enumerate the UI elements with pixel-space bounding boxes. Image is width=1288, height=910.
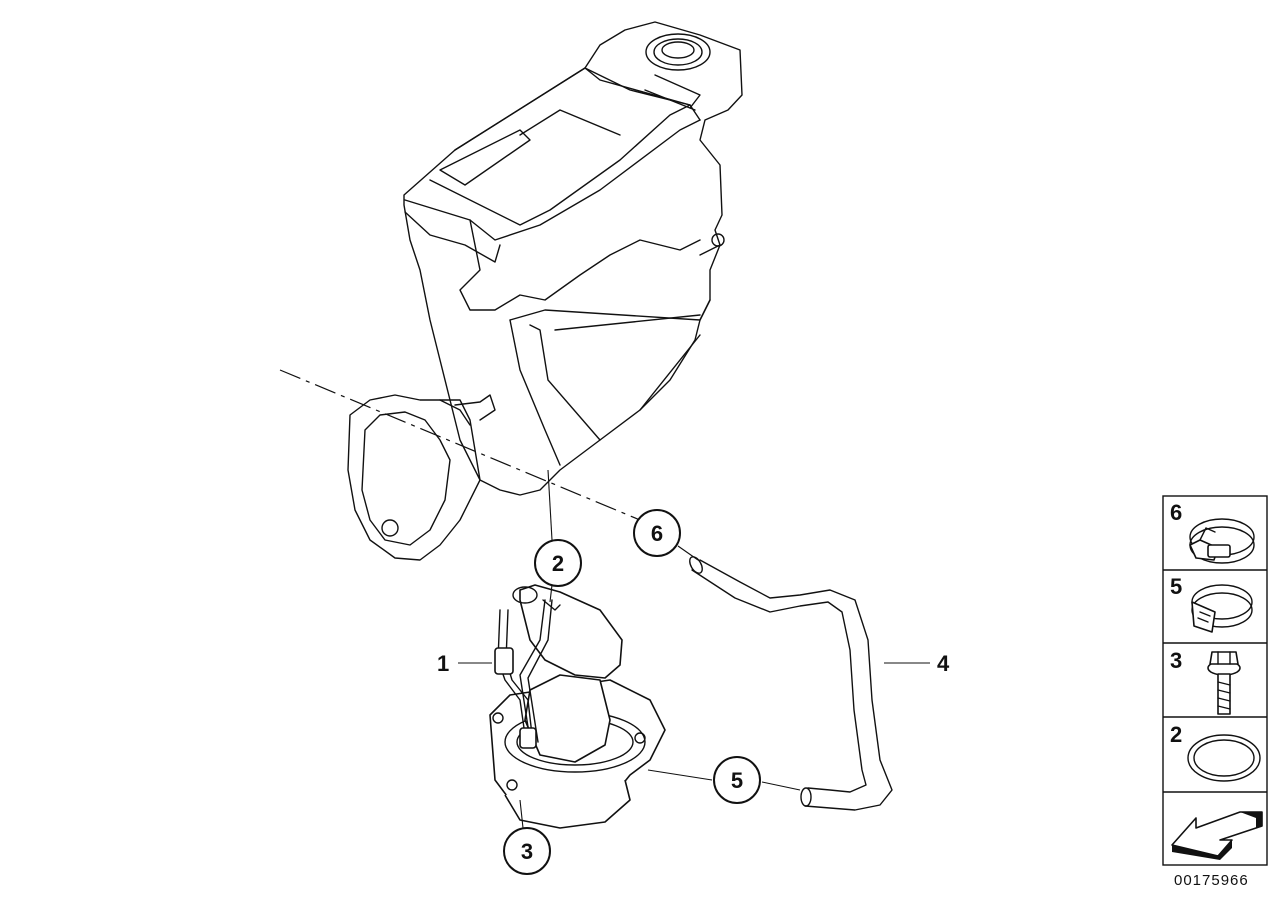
- leader-line-6: [677, 545, 699, 561]
- fuel-pump-assembly-drawing: [489, 584, 666, 829]
- document-id: 00175966: [1174, 872, 1249, 889]
- leader-line-5a: [647, 769, 713, 781]
- legend-number-6: 6: [1170, 500, 1182, 525]
- callout-label-5: 5: [731, 768, 743, 793]
- legend-item-arrow: [1171, 811, 1263, 860]
- legend-item-6: 6: [1170, 500, 1255, 564]
- legend-number-3: 3: [1170, 648, 1182, 673]
- callout-2: 2: [534, 539, 582, 587]
- assembly-axis-line: [279, 369, 641, 521]
- callout-label-6: 6: [651, 521, 663, 546]
- fuel-hose-drawing: [689, 556, 893, 811]
- callout-label-2: 2: [552, 551, 564, 576]
- fuel-tank-drawing: [347, 21, 743, 561]
- callout-6: 6: [633, 509, 681, 557]
- leader-line-2b: [549, 584, 553, 603]
- arrow-icon: [1171, 811, 1263, 860]
- legend-item-2: 2: [1170, 722, 1261, 782]
- hose-clamp-icon-2: [1191, 584, 1253, 633]
- callout-label-4: 4: [937, 651, 950, 676]
- callout-3: 3: [503, 827, 551, 875]
- callout-label-3: 3: [521, 839, 533, 864]
- legend-item-3: 3: [1170, 648, 1241, 715]
- callout-5: 5: [713, 756, 761, 804]
- parts-legend: 6 5 3: [1162, 495, 1268, 866]
- callout-label-1: 1: [437, 651, 449, 676]
- hose-clamp-icon: [1189, 518, 1255, 564]
- leader-line-5b: [761, 781, 801, 791]
- o-ring-icon: [1187, 734, 1261, 782]
- legend-item-5: 5: [1170, 574, 1253, 633]
- flange-bolt-icon: [1207, 651, 1241, 715]
- leader-line-2: [547, 469, 553, 541]
- legend-number-2: 2: [1170, 722, 1182, 747]
- legend-number-5: 5: [1170, 574, 1182, 599]
- leader-line-3: [519, 799, 524, 829]
